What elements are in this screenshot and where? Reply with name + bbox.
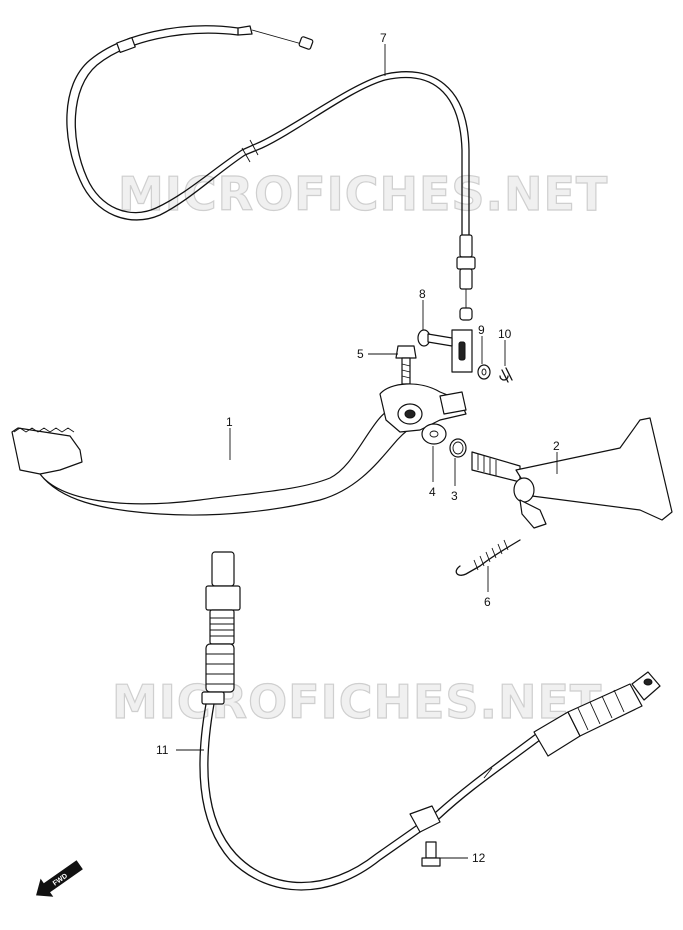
cable-part-7[interactable]	[66, 25, 476, 321]
cotter-pin-part-10[interactable]	[499, 367, 513, 383]
o-ring-part-3[interactable]	[449, 438, 467, 458]
leader-lines	[176, 44, 558, 859]
fwd-label: FWD	[52, 873, 69, 888]
callout-11: 11	[156, 743, 169, 757]
bolt-part-5[interactable]	[395, 345, 417, 385]
watermark-top: MICROFICHES.NET	[118, 167, 608, 221]
clamp-bolt-part-12[interactable]	[409, 805, 441, 867]
callout-7: 7	[380, 31, 387, 45]
callout-6: 6	[484, 595, 491, 609]
fwd-direction-badge: FWD	[36, 860, 83, 897]
cable-part-11[interactable]	[199, 551, 661, 891]
pedal-shaft-part-2[interactable]	[471, 417, 673, 529]
callout-1: 1	[226, 415, 233, 429]
washer-part-9[interactable]	[477, 364, 491, 380]
return-spring-part-6[interactable]	[455, 539, 521, 576]
callout-labels: 7 8 9 10 5 1 2 4 3 6 11 12	[156, 31, 560, 865]
callout-12: 12	[472, 851, 486, 865]
callout-8: 8	[419, 287, 426, 301]
clevis-assembly[interactable]	[417, 329, 473, 373]
callout-4: 4	[429, 485, 436, 499]
watermark-bottom: MICROFICHES.NET	[112, 675, 602, 729]
callout-9: 9	[478, 323, 485, 337]
washer-part-4[interactable]	[421, 423, 447, 445]
callout-5: 5	[357, 347, 364, 361]
fwd-arrow-icon	[36, 860, 83, 897]
brake-pedal-part-1[interactable]	[11, 383, 467, 516]
callout-2: 2	[553, 439, 560, 453]
callout-10: 10	[498, 327, 512, 341]
callout-3: 3	[451, 489, 458, 503]
